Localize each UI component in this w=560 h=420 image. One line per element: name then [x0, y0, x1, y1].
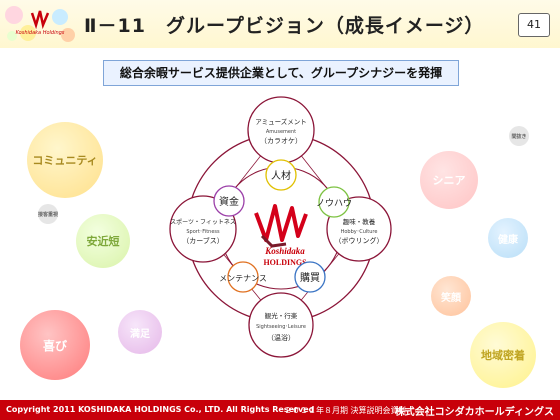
node-amusement: アミューズメント Amusement （カラオケ）	[247, 96, 315, 164]
company-name: 株式会社コシダカホールディングス	[394, 407, 554, 418]
inner-node-jinzai: 人材	[265, 159, 297, 191]
center-sub: HOLDINGS	[263, 258, 307, 267]
inner-node-funding: 資金	[213, 185, 245, 217]
bubble-senior: シニア	[420, 151, 478, 209]
bubble-satisfaction: 満足	[118, 310, 162, 354]
center-brand: Koshidaka	[264, 246, 305, 256]
document-title: ２０１１年８月期 決算説明会資料	[284, 406, 407, 415]
node-sightseeing: 観光・行楽 Sightseeing･Leisure （温浴）	[248, 292, 314, 358]
inner-node-purchasing: 購買	[294, 261, 326, 293]
inner-node-funding-label: 資金	[219, 195, 239, 208]
page-number: 41	[518, 13, 550, 37]
inner-node-maintenance-label: メンテナンス	[219, 274, 267, 283]
node-amusement-jp: アミューズメント	[255, 117, 307, 126]
node-sightseeing-en: Sightseeing･Leisure	[256, 324, 306, 330]
bubble-community-rooted: 地域密着	[470, 322, 536, 388]
inner-node-knowhow: ノウハウ	[316, 186, 352, 218]
vision-banner: 総合余暇サービス提供企業として、グループシナジーを発揮	[103, 60, 459, 86]
copyright-text: Copyright 2011 KOSHIDAKA HOLDINGS Co., L…	[6, 405, 315, 414]
node-sports-note: （カーブス）	[182, 236, 224, 245]
slide-footer: Copyright 2011 KOSHIDAKA HOLDINGS Co., L…	[0, 400, 560, 420]
inner-node-purchasing-label: 購買	[300, 271, 320, 284]
node-hobby-note: （ボウリング）	[335, 236, 384, 245]
center-logo: Koshidaka HOLDINGS	[254, 204, 308, 267]
bubble-nearby: 安近短	[76, 214, 130, 268]
node-sports-jp: スポーツ・フィットネス	[170, 218, 236, 226]
inner-node-knowhow-label: ノウハウ	[316, 198, 352, 209]
node-sightseeing-note: （温浴）	[267, 333, 295, 342]
node-hobby-jp: 趣味・教養	[343, 217, 376, 226]
inner-node-jinzai-label: 人材	[271, 169, 291, 182]
inner-node-maintenance: メンテナンス	[219, 261, 267, 293]
node-amusement-note: （カラオケ）	[260, 137, 302, 145]
bubble-joy: 喜び	[20, 310, 90, 380]
company-logo: Koshidaka Holdings	[5, 6, 75, 42]
bubble-shortcut: 間抜き	[509, 126, 529, 146]
bubble-health: 健康	[488, 218, 528, 258]
bubble-smile: 笑顔	[431, 276, 471, 316]
bubble-face-to-face: 接客重視	[38, 204, 58, 224]
node-sports-en: Sport･Fitness	[186, 229, 220, 235]
slide-header: Koshidaka Holdings Ⅱ－11 グループビジョン（成長イメージ）…	[0, 0, 560, 48]
logo-wordmark: Koshidaka Holdings	[16, 30, 65, 36]
node-amusement-en: Amusement	[266, 129, 296, 135]
bubble-community: コミュニティ	[27, 122, 103, 198]
node-hobby-en: Hobby･Culture	[341, 229, 378, 235]
page-title: Ⅱ－11 グループビジョン（成長イメージ）	[84, 15, 485, 37]
node-sightseeing-jp: 観光・行楽	[265, 311, 298, 320]
